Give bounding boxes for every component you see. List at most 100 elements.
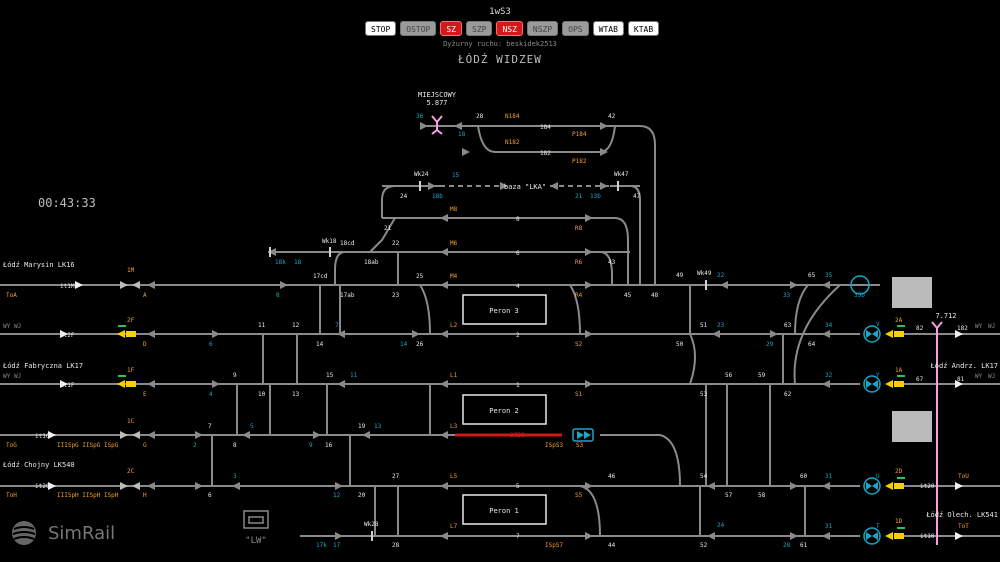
label-51: 51 [700, 322, 708, 329]
signal-a-icon[interactable] [132, 281, 140, 289]
label-it2f: it2F [60, 332, 75, 339]
signal-1d-icon[interactable] [885, 532, 893, 540]
label-track2: 2 [516, 332, 520, 339]
label-r4: R4 [575, 292, 583, 299]
signal-1f-icon[interactable] [117, 380, 125, 388]
sz-button[interactable]: SZ [440, 21, 462, 36]
label-15: 15 [326, 372, 334, 379]
label-2d: 2D [895, 468, 903, 475]
label-rwj2: WJ [988, 373, 995, 380]
crossing-panel-upper[interactable] [892, 277, 932, 308]
label-toh: ToH [6, 492, 17, 499]
baza-label: baza "LKA" [504, 183, 546, 191]
line-names: Łódź Marysin LK16 Łódź Fabryczna LK17 Łó… [2, 91, 998, 519]
shunt-s3-icon[interactable] [572, 428, 594, 442]
label-18k: 18k [275, 259, 286, 266]
label-59: 59 [758, 372, 766, 379]
shunt-t-icon[interactable] [863, 527, 881, 545]
simrail-logo: SimRail [10, 519, 115, 547]
km-right: 7.712 [935, 312, 956, 320]
signal-g-icon[interactable] [132, 431, 140, 439]
label-22: 22 [392, 240, 400, 247]
element-labels-white: it1M it2F it1F it1C it2C WY WJ WY WJ 4 2… [3, 113, 995, 549]
label-c6: 6 [209, 341, 213, 348]
ops-button[interactable]: OPS [562, 21, 589, 36]
label-tou: ToU [958, 473, 969, 480]
entry-signals-left [120, 281, 140, 490]
signal-1c-icon[interactable] [120, 431, 128, 439]
label-c31: 31 [825, 473, 833, 480]
label-m6: M6 [450, 240, 458, 247]
shunt-35b-icon[interactable] [850, 275, 870, 295]
label-track7: 7 [516, 533, 520, 540]
label-12: 12 [292, 322, 300, 329]
label-17k: 17k [316, 542, 327, 549]
signal-h-icon[interactable] [132, 482, 140, 490]
label-26: 26 [416, 341, 424, 348]
label-19: 19 [358, 423, 366, 430]
ktab-button[interactable]: KTAB [627, 21, 660, 36]
label-54: 54 [700, 473, 708, 480]
signal-1m-icon[interactable] [120, 281, 128, 289]
shunt-v-icon[interactable] [863, 325, 881, 343]
signal-1a-icon[interactable] [885, 380, 893, 388]
label-c13: 13 [374, 423, 382, 430]
wtab-button[interactable]: WTAB [592, 21, 624, 36]
label-11: 11 [258, 322, 266, 329]
platform-3-label: Peron 3 [489, 307, 519, 315]
label-49: 49 [676, 272, 684, 279]
nsz-button[interactable]: NSZ [496, 21, 523, 36]
label-h: H [143, 492, 147, 499]
label-14: 14 [316, 341, 324, 348]
platform-1 [462, 494, 547, 525]
ostop-button[interactable]: OSTOP [400, 21, 437, 36]
shunt-v2-icon[interactable] [863, 375, 881, 393]
signal-2c-icon[interactable] [120, 482, 128, 490]
label-tot: ToT [958, 523, 969, 530]
yellow-signals [117, 330, 904, 540]
crossing-panel-lower[interactable] [892, 411, 932, 442]
label-25: 25 [416, 273, 424, 280]
label-47: 47 [633, 193, 641, 200]
label-c3: 3 [233, 473, 237, 480]
stop-button[interactable]: STOP [365, 21, 397, 36]
label-track8: 8 [516, 216, 520, 223]
signal-2a-icon[interactable] [885, 330, 893, 338]
label-it20: it20 [920, 483, 935, 490]
label-iu: U [876, 473, 880, 480]
label-53: 53 [700, 391, 708, 398]
nszp-button[interactable]: NSZP [526, 21, 559, 36]
signal-2f-icon[interactable] [117, 330, 125, 338]
label-d: D [143, 341, 147, 348]
label-r6: R6 [575, 259, 583, 266]
label-1c: 1C [127, 418, 135, 425]
label-wk49: Wk49 [697, 270, 712, 277]
label-c7: 7 [335, 322, 339, 329]
label-r8: R8 [575, 225, 583, 232]
label-1f: 1F [127, 367, 135, 374]
label-45: 45 [624, 292, 632, 299]
label-18b: 18 [294, 259, 302, 266]
signal-2a-bar-icon [894, 331, 904, 337]
label-ispg: IIISpG IISpG ISpG [57, 442, 119, 449]
label-62: 62 [784, 391, 792, 398]
line-fabryczna: Łódź Fabryczna LK17 [2, 362, 83, 370]
label-e: E [143, 391, 147, 398]
element-labels-cyan: 36 18 15 18b 21 13b 18k 18 8 22 33 35 35… [193, 113, 880, 549]
label-c8: 8 [276, 292, 280, 299]
label-wy2: WY [3, 373, 11, 380]
line-andrz: Łódź Andrz. LK17 [930, 362, 998, 370]
label-a: A [143, 292, 147, 299]
label-tog: ToG [6, 442, 17, 449]
label-18cd: 18cd [340, 240, 355, 247]
signal-2d-bar-icon [894, 483, 904, 489]
lw-icon[interactable] [243, 510, 269, 529]
label-s5: S5 [575, 492, 583, 499]
label-wk18: Wk18 [322, 238, 337, 245]
label-184: 184 [540, 124, 551, 131]
distant-arrows [48, 281, 963, 540]
shunt-u-icon[interactable] [863, 477, 881, 495]
szp-button[interactable]: SZP [466, 21, 493, 36]
line-olech: Łódź Olech. LK541 [925, 511, 998, 519]
signal-2d-icon[interactable] [885, 482, 893, 490]
